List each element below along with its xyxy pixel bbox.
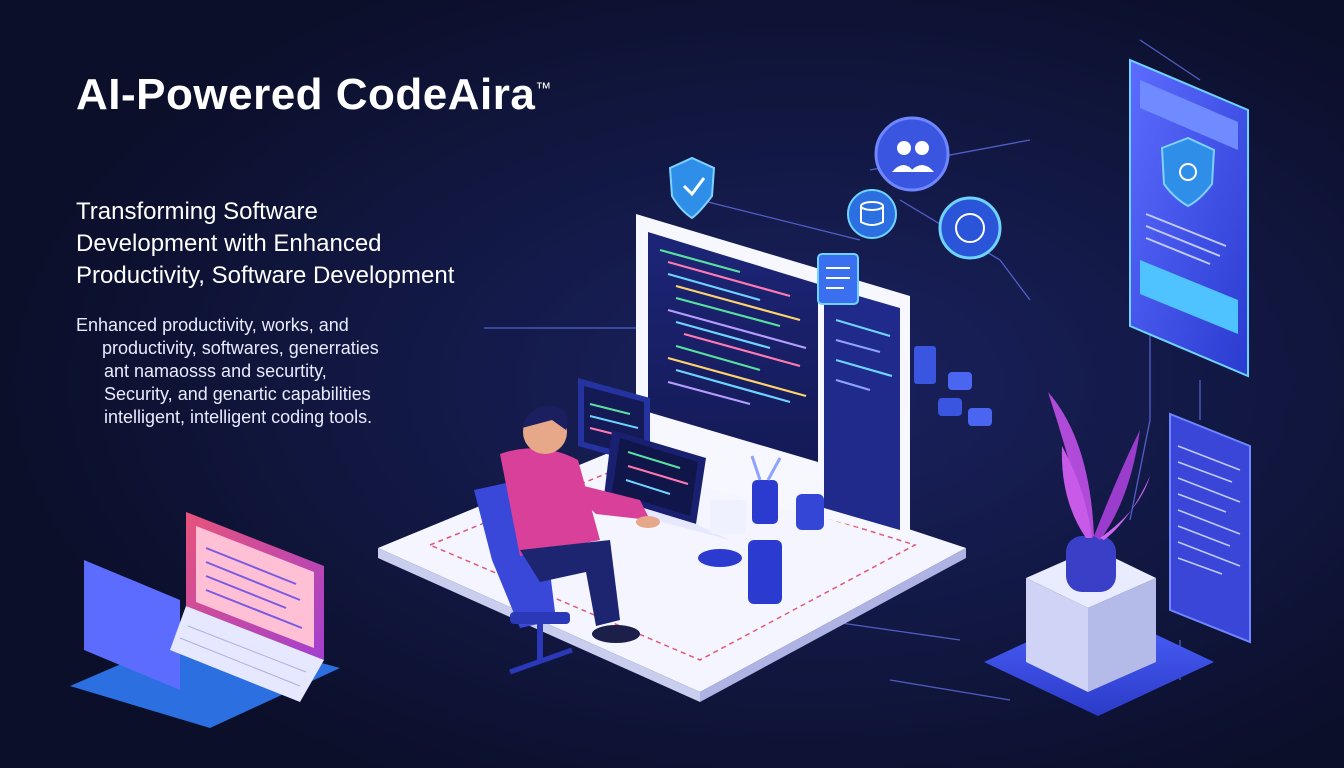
code-document-panel [1169,412,1251,644]
lock-shield-icon [1160,136,1216,208]
document-icon [817,253,859,305]
shield-check-icon [668,156,716,220]
jeans [520,540,620,626]
database-icon [847,189,897,239]
pink-shirt [500,448,600,556]
monitor-stand [748,540,782,604]
plant-pedestal [984,392,1214,716]
bottom-left-laptop [70,512,340,728]
security-phone-panel [1129,58,1249,378]
side-panel-screen [824,286,900,530]
desk-accessories [698,455,824,567]
server-blocks [914,346,992,426]
globe-icon [938,196,1002,260]
code-lines [659,248,893,406]
developer-figure [474,405,660,675]
users-icon [874,116,950,192]
